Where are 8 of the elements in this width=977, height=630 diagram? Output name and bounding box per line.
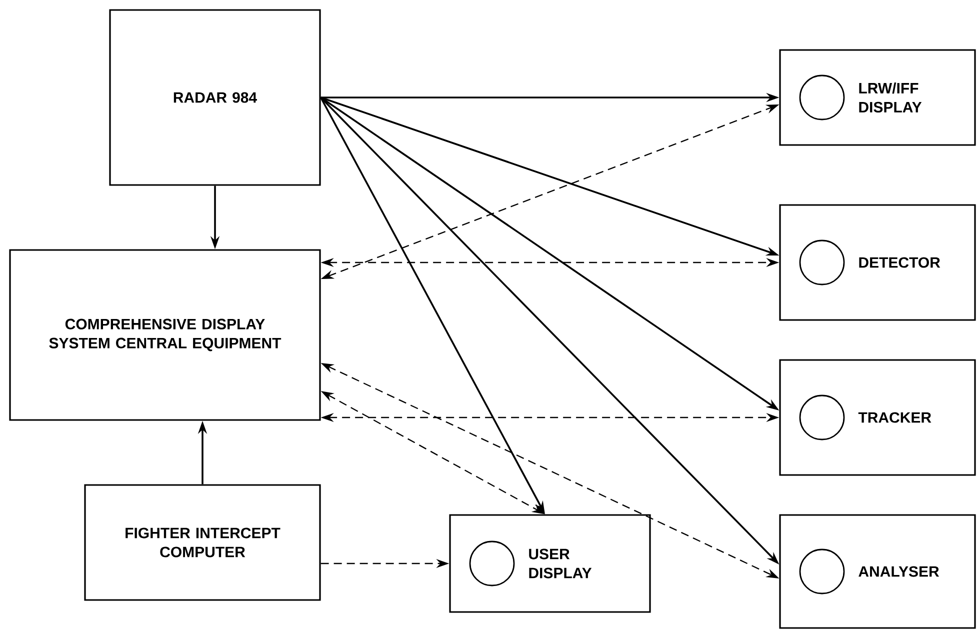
display-box: USER DISPLAY bbox=[449, 514, 651, 613]
process-box: FIGHTER INTERCEPT COMPUTER bbox=[84, 484, 321, 601]
process-box: RADAR 984 bbox=[109, 9, 321, 186]
display-box: TRACKER bbox=[779, 359, 976, 476]
display-box: DETECTOR bbox=[779, 204, 976, 321]
display-box: ANALYSER bbox=[779, 514, 976, 629]
process-box: COMPREHENSIVE DISPLAY SYSTEM CENTRAL EQUIPMENT bbox=[9, 249, 321, 421]
display-box: LRW/IFF DISPLAY bbox=[779, 49, 976, 146]
